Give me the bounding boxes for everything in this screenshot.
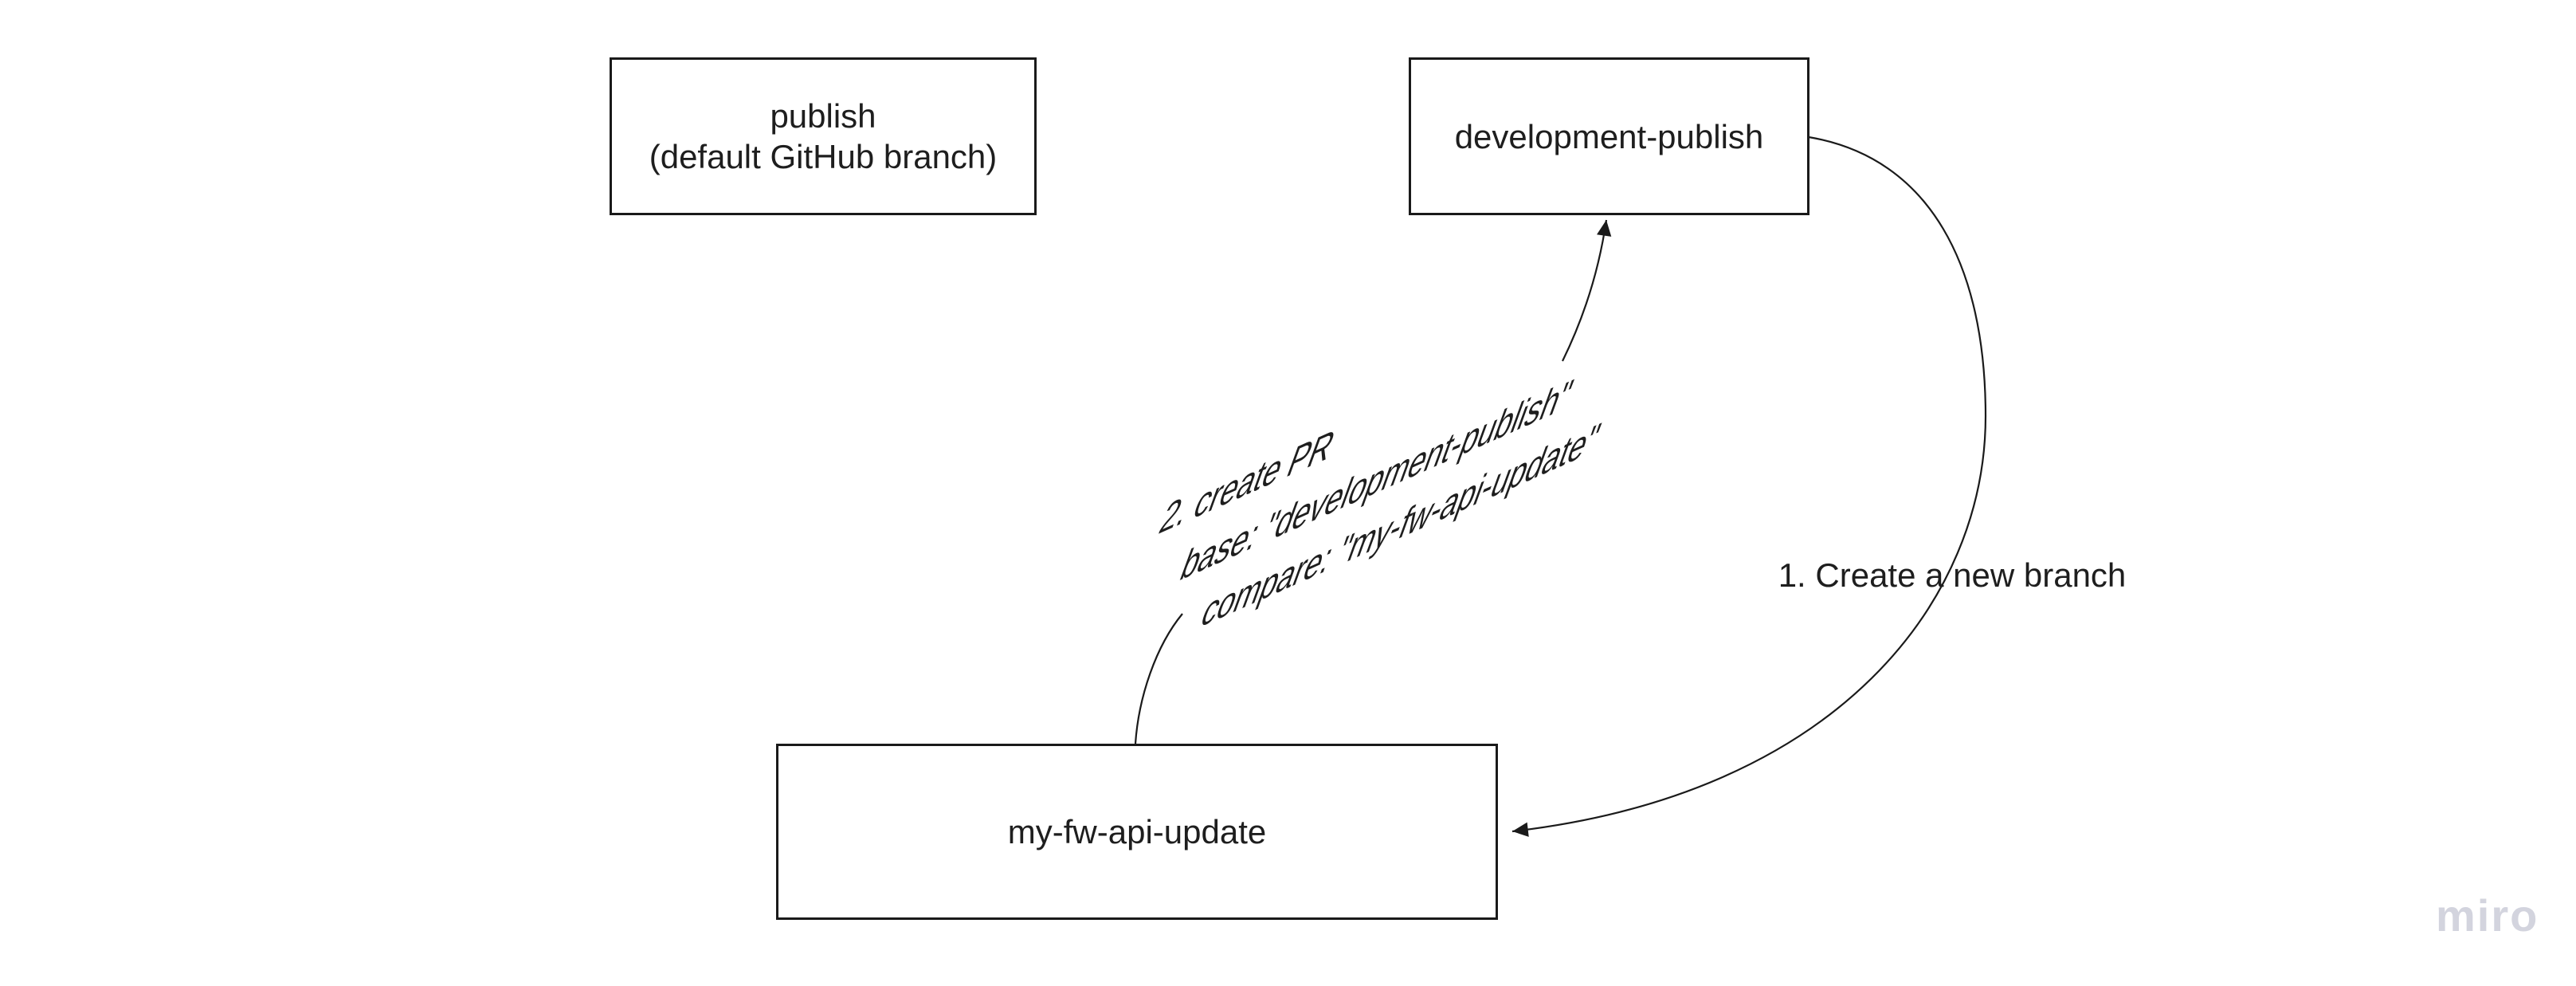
shape-publish[interactable]: publish (default GitHub branch) [610, 57, 1037, 215]
shape-development-publish[interactable]: development-publish [1409, 57, 1809, 215]
shape-development-publish-label: development-publish [1454, 117, 1764, 155]
shape-publish-label-line1: publish [770, 97, 876, 135]
shape-my-fw-api-update[interactable]: my-fw-api-update [776, 744, 1498, 920]
connector-create-branch[interactable] [1511, 136, 1987, 837]
connector-create-pr-upper[interactable] [1562, 219, 1612, 362]
connector-create-branch-label: 1. Create a new branch [1778, 556, 2127, 594]
shape-publish-label: publish (default GitHub branch) [649, 96, 998, 177]
shape-publish-label-line2: (default GitHub branch) [649, 138, 998, 175]
connector-create-pr-lower[interactable] [1134, 613, 1183, 744]
miro-logo: miro [2436, 890, 2539, 941]
shape-my-fw-api-update-label: my-fw-api-update [1007, 813, 1267, 850]
